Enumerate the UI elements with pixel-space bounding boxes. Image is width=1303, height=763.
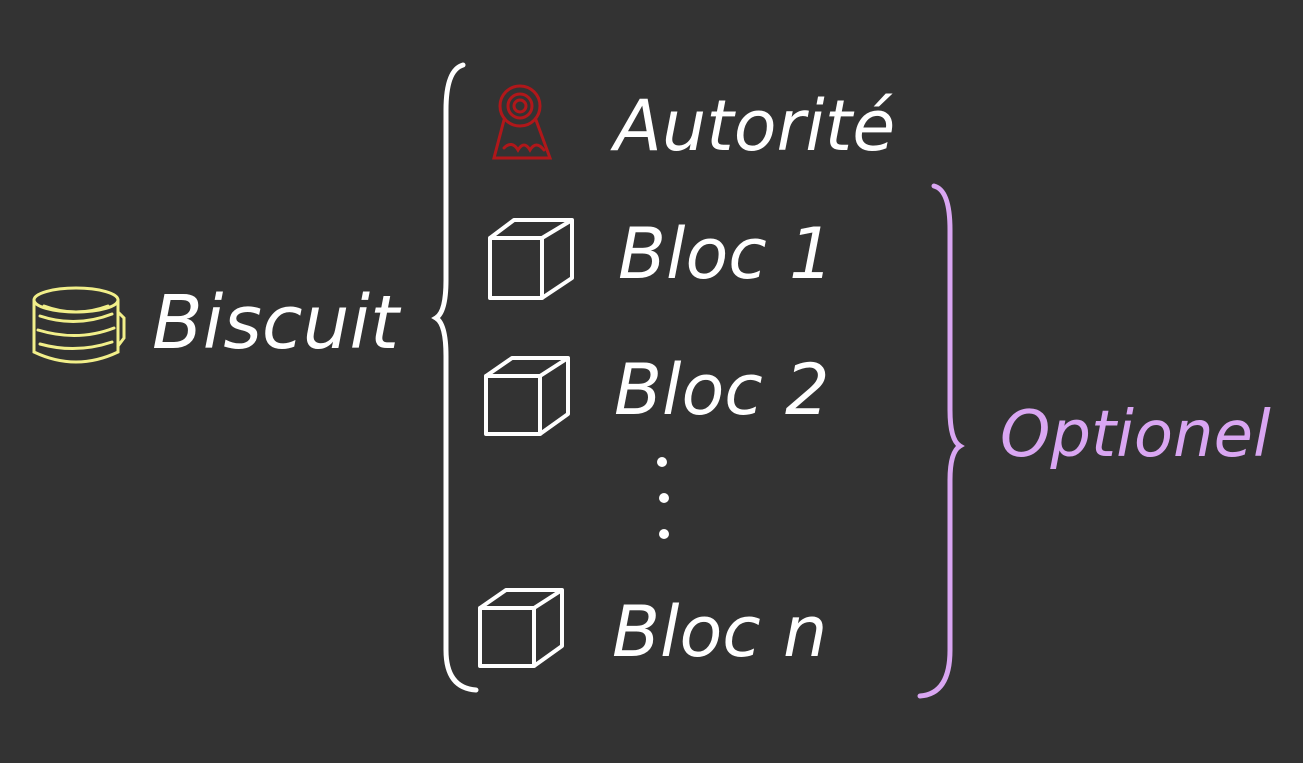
cube-icon xyxy=(488,218,574,300)
biscuit-icon xyxy=(32,286,126,364)
root-label: Biscuit xyxy=(152,280,402,366)
item-label-bloc-1: Bloc 1 xyxy=(618,213,834,295)
cube-icon xyxy=(478,588,564,668)
seal-icon xyxy=(492,84,553,160)
item-label-bloc-n: Bloc n xyxy=(612,591,827,673)
optional-brace xyxy=(917,183,965,699)
cube-icon xyxy=(484,356,570,436)
ellipsis-dots xyxy=(657,457,669,539)
item-label-autorite: Autorité xyxy=(610,85,895,167)
item-label-bloc-2: Bloc 2 xyxy=(614,349,830,431)
left-brace xyxy=(431,62,479,693)
optional-label: Optionel xyxy=(1000,398,1271,472)
